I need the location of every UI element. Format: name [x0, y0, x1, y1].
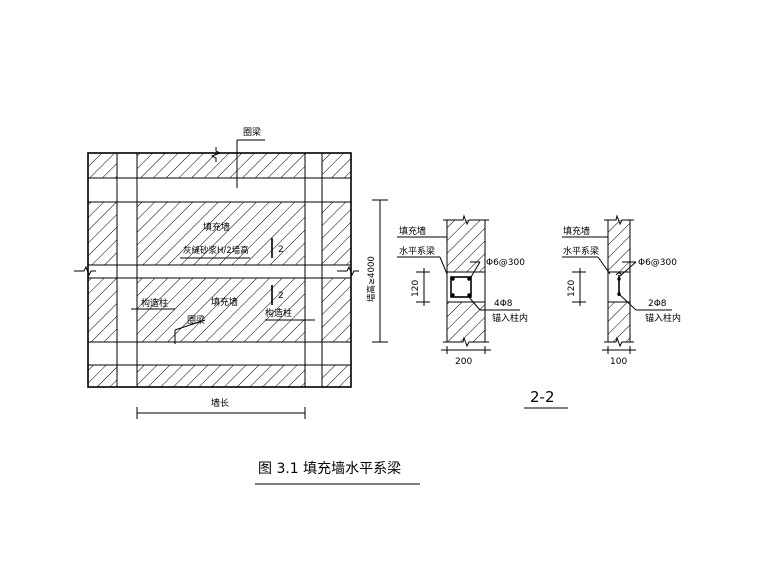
column-lines — [116, 153, 323, 387]
label-masonry-rule: 灰缝砂浆H/2墙高 — [183, 245, 249, 256]
section-a-wall-hatch-lower — [447, 302, 485, 342]
lower-wall-hatch-right — [322, 278, 351, 342]
dimension-wall-height — [372, 199, 388, 343]
section-a-label-width: 200 — [455, 357, 472, 367]
section-a-label-anchor: 锚入柱内 — [492, 312, 528, 324]
section-b: 填充墙 水平系梁 Φ6@300 120 2Φ8 锚入柱内 100 — [562, 214, 681, 367]
upper-wall-hatch-right — [322, 202, 351, 265]
lower-wall-hatch-mid — [137, 278, 305, 342]
label-column-left: 构造柱 — [141, 297, 168, 309]
section-a: 填充墙 水平系梁 Φ6@300 120 4Φ8 锚入柱内 200 — [397, 214, 528, 367]
bottom-beam-hatch-mid — [137, 365, 305, 387]
dimension-wall-length — [136, 407, 306, 419]
lower-wall-hatch-left — [88, 278, 117, 342]
break-marks — [74, 147, 359, 277]
section-a-label-horizontal-beam: 水平系梁 — [399, 245, 435, 257]
label-section-mark-lower: 2 — [278, 291, 284, 301]
section-a-wall-hatch-upper — [447, 220, 485, 272]
section-b-label-height: 120 — [567, 280, 577, 297]
hatched-panels — [88, 153, 351, 387]
label-middle-beam: 圈梁 — [187, 314, 205, 326]
section-a-stirrup — [450, 276, 472, 298]
band-lines — [88, 177, 351, 366]
upper-wall-hatch-left — [88, 202, 117, 265]
top-beam-hatch-right — [322, 153, 351, 178]
section-a-label-fill-wall: 填充墙 — [399, 225, 426, 237]
section-b-label-anchor: 锚入柱内 — [645, 312, 681, 324]
section-title: 2-2 — [530, 388, 555, 406]
elevation-outline — [87, 152, 352, 388]
figure-caption: 图 3.1 填充墙水平系梁 — [258, 461, 401, 477]
section-b-label-width: 100 — [610, 357, 627, 367]
section-a-label-main-bars: 4Φ8 — [494, 299, 513, 309]
top-beam-hatch-left — [88, 153, 117, 178]
section-b-label-fill-wall: 填充墙 — [563, 225, 590, 237]
label-fill-wall-upper: 填充墙 — [203, 221, 230, 233]
label-fill-wall-lower: 填充墙 — [211, 296, 238, 308]
upper-wall-hatch-mid — [137, 202, 305, 265]
section-b-label-main-bars: 2Φ8 — [648, 299, 667, 309]
leader-lines — [131, 139, 315, 344]
section-b-wall-hatch-upper — [608, 220, 630, 272]
section-a-label-height: 120 — [411, 280, 421, 297]
label-wall-height: 墙高≥4000 — [366, 256, 377, 302]
top-beam-hatch-mid — [137, 153, 305, 178]
bottom-beam-hatch-right — [322, 365, 351, 387]
wall-elevation: 圈梁 填充墙 灰缝砂浆H/2墙高 2 2 构造柱 填充墙 圈梁 构造柱 墙长 墙… — [74, 126, 388, 419]
section-b-label-horizontal-beam: 水平系梁 — [563, 245, 599, 257]
section-a-label-stirrup: Φ6@300 — [486, 258, 525, 268]
section-b-wall-hatch-lower — [608, 302, 630, 342]
bottom-beam-hatch-left — [88, 365, 117, 387]
label-section-mark-upper: 2 — [278, 245, 284, 255]
label-top-beam: 圈梁 — [243, 126, 261, 138]
label-wall-length: 墙长 — [211, 397, 229, 409]
section-b-label-stirrup: Φ6@300 — [638, 258, 677, 268]
label-column-right: 构造柱 — [265, 307, 292, 319]
